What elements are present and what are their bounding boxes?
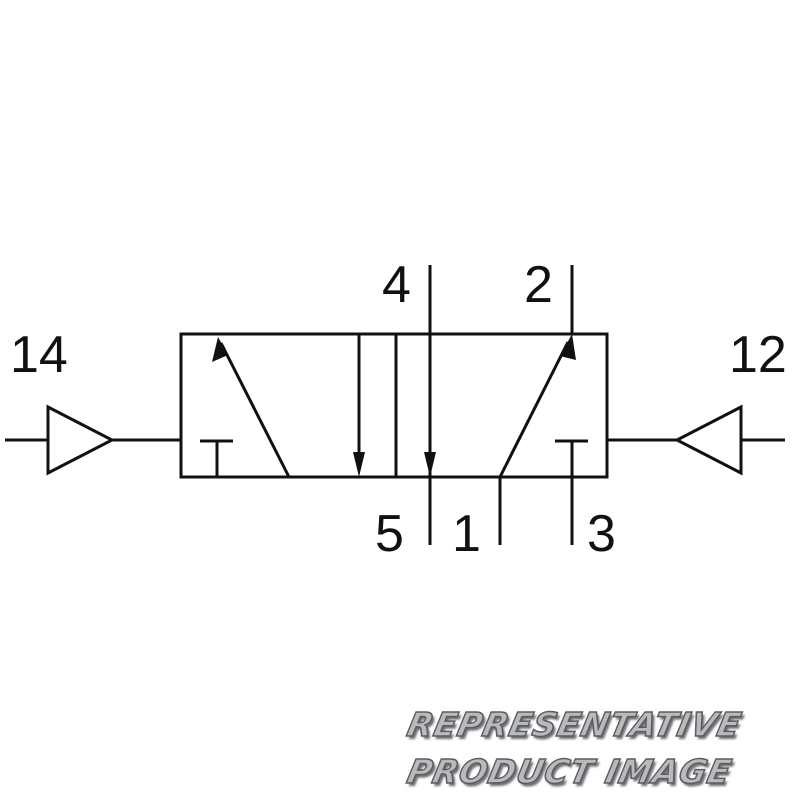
pilot-triangle-right <box>673 404 743 476</box>
label-4: 4 <box>382 256 411 314</box>
label-5: 5 <box>375 505 404 563</box>
label-12: 12 <box>729 326 787 384</box>
watermark-line-2: PRODUCT IMAGE <box>403 751 736 792</box>
label-3: 3 <box>587 505 616 563</box>
label-14: 14 <box>10 326 68 384</box>
pilot-triangle-left <box>46 404 116 476</box>
flow-arrow-left <box>219 342 291 478</box>
watermark-line-1: REPRESENTATIVE <box>403 704 746 745</box>
label-1: 1 <box>452 505 481 563</box>
valve-body <box>179 332 609 479</box>
label-2: 2 <box>524 256 553 314</box>
flow-arrow-right <box>498 341 570 478</box>
